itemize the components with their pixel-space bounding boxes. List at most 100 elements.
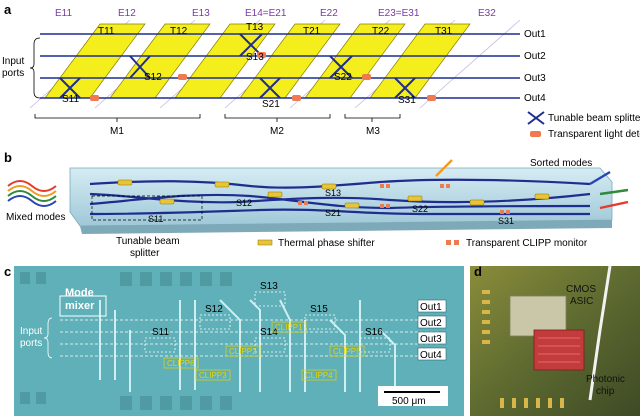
c-s-label-6: S16 <box>365 327 383 338</box>
e-label-1: E11 <box>55 8 72 19</box>
photonic-chip <box>533 329 585 371</box>
m-label-1: M1 <box>110 126 124 137</box>
t-label-5: T22 <box>372 26 390 37</box>
input-brace-c <box>43 317 53 359</box>
out-boxes-c <box>417 299 447 361</box>
t-label-6: T31 <box>435 26 453 37</box>
chip-pattern <box>538 337 580 363</box>
sorted-mode-arrows <box>435 159 629 210</box>
t-label-1: T11 <box>98 26 115 37</box>
clipp-box-1 <box>271 321 307 333</box>
legend-clipp-icon-b <box>454 240 459 245</box>
b-s-label-3: S13 <box>325 188 341 198</box>
input-brace-a <box>29 37 41 99</box>
clipp-label-2: CLIPP2 <box>229 347 257 356</box>
b-s-label-4: S21 <box>325 208 341 218</box>
s-label-6: S31 <box>398 95 416 106</box>
input-label-a-1: Input <box>2 56 24 67</box>
mixed-modes-icon <box>7 180 57 207</box>
splitter-caption-2: splitter <box>130 248 160 259</box>
e-labels: E11 E12 E13 E14=E21 E22 E23=E31 E32 <box>55 8 496 19</box>
chip-slab-edge <box>80 220 612 234</box>
splitter-caption-1: Tunable beam <box>116 236 180 247</box>
panel-c-letter: c <box>4 264 11 279</box>
panel-d: d CMOS ASIC Photonic chip <box>470 264 640 416</box>
b-s-label-2: S12 <box>236 198 252 208</box>
clipp-box-6 <box>163 357 199 369</box>
panel-a-letter: a <box>4 2 12 17</box>
m-label-2: M2 <box>270 126 284 137</box>
scale-bar-label: 500 μm <box>392 396 426 407</box>
c-s-label-1: S11 <box>152 327 169 338</box>
c-out-label-2: Out2 <box>420 318 442 329</box>
m-braces <box>34 114 401 122</box>
mode-mixer-label-2: mixer <box>65 300 95 312</box>
panel-d-letter: d <box>474 264 482 279</box>
c-s-label-5: S15 <box>310 304 328 315</box>
c-s-label-4: S14 <box>260 327 278 338</box>
out-label-3: Out3 <box>524 73 546 84</box>
t-label-2: T12 <box>170 26 188 37</box>
s-labels: S11 S12 S13 S21 S22 S31 <box>62 52 416 110</box>
legend-splitter-label: Tunable beam splitter <box>548 113 640 124</box>
panel-b-letter: b <box>4 150 12 165</box>
legend-detector-label: Transparent light detector <box>548 129 640 140</box>
panel-a: a <box>2 2 640 140</box>
clipp-box-3 <box>195 369 231 381</box>
asic-die <box>509 295 567 337</box>
clipp-label-1: CLIPP1 <box>275 323 303 332</box>
m-label-3: M3 <box>366 126 380 137</box>
gold-pins <box>482 290 564 408</box>
t-label-3: T13 <box>246 22 264 33</box>
splitter-highlight-box <box>91 195 203 221</box>
legend-splitter-icon <box>527 111 545 125</box>
out-label-2: Out2 <box>524 51 546 62</box>
outputs-a: Out1 Out2 Out3 Out4 <box>524 29 546 104</box>
e-label-3: E13 <box>192 8 210 19</box>
e-label-6: E23=E31 <box>378 8 420 19</box>
mode-mixer-label-1: Mode <box>65 287 94 299</box>
micrograph-pads <box>20 272 232 410</box>
s-label-1: S11 <box>62 94 79 105</box>
asic-label-1: CMOS <box>566 284 596 295</box>
mixed-modes-label: Mixed modes <box>6 212 65 223</box>
legend-clipp-icon-a <box>446 240 451 245</box>
clipp-monitors <box>298 184 510 214</box>
clipp-label-6: CLIPP6 <box>167 359 195 368</box>
clipp-label-5: CLIPP5 <box>333 347 361 356</box>
e-label-4: E14=E21 <box>245 8 287 19</box>
out-label-4: Out4 <box>524 93 546 104</box>
s-label-5: S22 <box>334 72 352 83</box>
c-s-labels: S11 S12 S13 S14 S15 S16 <box>152 281 383 338</box>
clipp-label-3: CLIPP3 <box>199 371 227 380</box>
s-label-4: S21 <box>262 99 280 110</box>
chip-label-2: chip <box>596 386 615 397</box>
clipp-box-4 <box>301 369 337 381</box>
b-s-label-5: S22 <box>412 204 428 214</box>
input-label-a-2: ports <box>2 68 24 79</box>
s-label-2: S12 <box>144 72 162 83</box>
legend-clipp-label: Transparent CLIPP monitor <box>466 238 588 249</box>
splitters <box>59 33 416 99</box>
detectors <box>90 52 436 101</box>
panel-c: c Mode <box>4 264 464 416</box>
c-out-label-1: Out1 <box>420 302 442 313</box>
mode-mixer-box <box>59 295 107 317</box>
chip-label-1: Photonic <box>586 374 625 385</box>
heaters <box>117 179 550 209</box>
panel-b: b Mixed modes <box>4 150 629 259</box>
clipp-box-5 <box>329 345 365 357</box>
optical-fiber <box>588 265 612 401</box>
legend-heater-icon <box>257 239 273 246</box>
clipp-box-2 <box>225 345 261 357</box>
c-s-label-3: S13 <box>260 281 278 292</box>
t-label-4: T21 <box>303 26 321 37</box>
input-label-c-1: Input <box>20 326 42 337</box>
e-label-7: E32 <box>478 8 496 19</box>
b-s-label-1: S11 <box>148 214 163 224</box>
input-label-c-2: ports <box>20 338 42 349</box>
e-label-5: E22 <box>320 8 338 19</box>
c-out-label-4: Out4 <box>420 350 442 361</box>
sorted-modes-label: Sorted modes <box>530 158 592 169</box>
